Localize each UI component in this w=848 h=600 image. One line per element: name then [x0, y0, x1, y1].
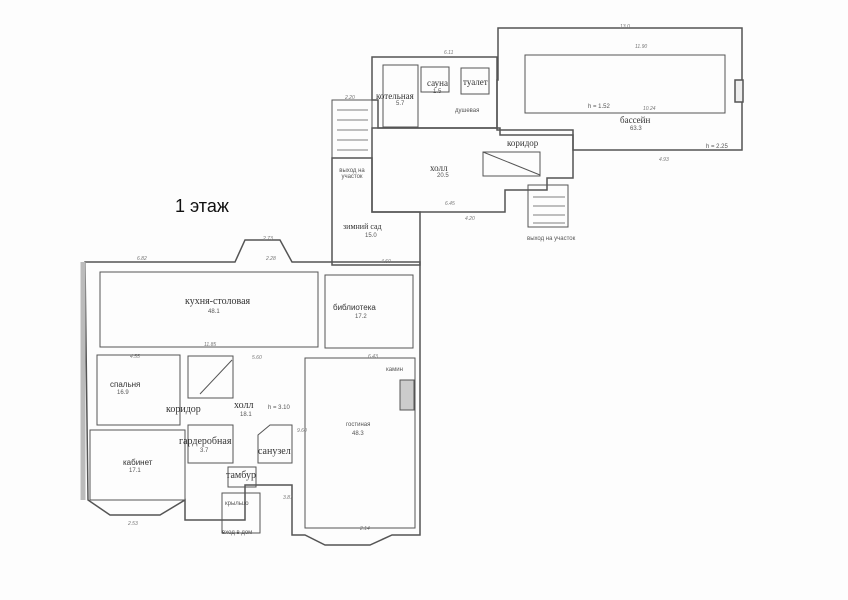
vestibule-room — [227, 466, 257, 488]
room-area-winter-garden: 15.0 — [365, 233, 377, 239]
left-exit-stairs — [331, 99, 373, 159]
pool-basin — [524, 54, 726, 114]
room-area-hall: 18.1 — [240, 412, 252, 418]
dimension-label: 9.60 — [297, 428, 307, 434]
pool-depth-deep: h = 2.25 — [706, 144, 728, 150]
room-area-pool: 63.3 — [630, 126, 642, 132]
dimension-label: 4.60 — [381, 259, 391, 265]
dimension-label: 6.43 — [368, 354, 378, 360]
boiler-room — [382, 64, 419, 128]
exit-right-label: выход на участок — [527, 236, 576, 242]
dimension-label: 10.24 — [643, 106, 656, 112]
fireplace-shape — [399, 379, 415, 411]
toilet-room — [460, 67, 490, 95]
dimension-label: 11.90 — [635, 44, 648, 50]
dimension-label: 2.20 — [345, 95, 355, 101]
bathroom-room — [257, 424, 293, 464]
room-label-sauna: сауна — [427, 78, 448, 88]
main-house-outline — [84, 239, 421, 546]
room-label-kitchen: кухня-столовая — [185, 296, 251, 307]
dimension-label: 4.93 — [659, 157, 669, 163]
dimension-label: 4.55 — [130, 354, 140, 360]
dimension-label: 2.28 — [266, 256, 276, 262]
exit-left-label: выход на участок — [339, 168, 365, 180]
room-area-living: 48.3 — [352, 431, 364, 437]
room-area-bedroom: 16.9 — [117, 390, 129, 396]
room-label-vestibule: тамбур — [226, 470, 256, 481]
room-label-toilet: туалет — [463, 77, 488, 87]
library-room — [324, 274, 414, 349]
room-area-sauna: 1.5 — [433, 89, 442, 95]
room-label-hall: холл — [234, 400, 254, 411]
fireplace-label: камин — [386, 367, 403, 373]
upper-hall-outline — [371, 127, 574, 213]
bedroom-room — [96, 354, 181, 426]
living-room — [304, 357, 416, 529]
room-label-wardrobe: гардеробная — [179, 436, 232, 447]
main-stairs — [187, 355, 234, 399]
room-label-upper-hall: холл — [430, 163, 448, 173]
room-label-bedroom: спальня — [110, 380, 141, 389]
pool-window-right — [734, 79, 744, 103]
room-label-porch: крыльцо — [225, 501, 249, 507]
winter-garden-outline — [331, 157, 421, 266]
room-area-boiler: 5.7 — [396, 101, 405, 107]
dimension-label: 5.60 — [252, 355, 262, 361]
dimension-label: 6.82 — [137, 256, 147, 262]
room-label-corridor: коридор — [166, 404, 201, 415]
room-area-library: 17.2 — [355, 314, 367, 320]
room-label-winter-garden: зимний сад — [343, 222, 382, 231]
room-label-pool: бассейн — [620, 115, 651, 125]
upper-stair-box — [482, 151, 541, 177]
kitchen-room — [99, 271, 319, 348]
right-exit-stairs — [527, 184, 569, 228]
entrance-label: вход в дом — [222, 530, 253, 536]
room-label-bathroom: санузел — [258, 446, 291, 457]
pool-depth-shallow: h = 1.52 — [588, 104, 610, 110]
porch-stairs — [221, 492, 261, 534]
dimension-label: 2.14 — [360, 526, 370, 532]
pool-wing-outline — [496, 27, 743, 151]
sauna-room — [420, 66, 450, 93]
floor-title: 1 этаж — [175, 196, 229, 216]
room-label-library: библиотека — [333, 303, 376, 312]
dimension-label: 2.53 — [128, 521, 138, 527]
wardrobe-room — [187, 424, 234, 464]
dimension-label: 2.73 — [263, 236, 273, 242]
dimension-label: 4.20 — [465, 216, 475, 222]
room-area-study: 17.1 — [129, 468, 141, 474]
dimension-label: 13.0 — [620, 24, 630, 30]
room-label-study: кабинет — [123, 458, 153, 467]
room-area-kitchen: 48.1 — [208, 309, 220, 315]
room-height-hall: h = 3.10 — [268, 405, 290, 411]
dimension-label: 6.45 — [445, 201, 455, 207]
room-area-upper-hall: 20.5 — [437, 173, 449, 179]
upper-stair — [482, 151, 541, 176]
room-area-wardrobe: 3.7 — [200, 448, 209, 454]
dimension-label: 6.11 — [444, 50, 454, 56]
dimension-label: 11.85 — [204, 342, 217, 348]
study-room — [89, 429, 186, 501]
room-label-boiler: котельная — [376, 91, 414, 101]
dimension-label: 3.81 — [283, 495, 293, 501]
room-label-upper-corridor: коридор — [507, 138, 539, 148]
room-label-shower: душевая — [455, 108, 480, 114]
room-label-living: гостиная — [346, 422, 371, 428]
